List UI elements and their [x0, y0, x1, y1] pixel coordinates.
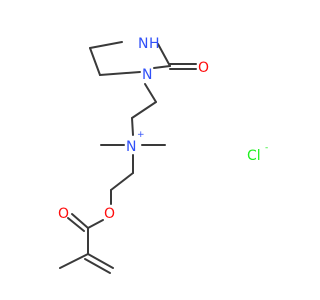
bond-n1-ch2 — [144, 83, 157, 103]
bond-ch2a-ch2b — [89, 47, 101, 76]
atom-ring-carbonyl-o: O — [198, 60, 209, 76]
atom-ester-o-double: O — [58, 206, 69, 222]
bond-carbonyl-o-double-b — [67, 217, 85, 232]
atom-nh: N — [138, 36, 148, 52]
bond-alpha-methyl — [59, 253, 89, 269]
atom-ester-o-single: O — [104, 206, 115, 222]
atom-n1: N — [142, 67, 152, 83]
bond-oester-carbonyl — [87, 219, 104, 229]
bond-c2-nh — [157, 43, 171, 67]
counterion-charge: - — [265, 143, 268, 153]
bond-ch2b-n1 — [99, 71, 141, 76]
bond-nh-ch2a — [89, 41, 123, 49]
bond-ch2-ch2-ester — [110, 172, 134, 191]
atom-nh-hydrogen: H — [149, 36, 160, 52]
atom-quaternary-n: N — [126, 139, 136, 155]
molecule-canvas: N H N O N + O O Cl - — [58, 36, 268, 274]
atom-quaternary-charge: + — [137, 130, 145, 140]
counterion-chloride: Cl — [247, 148, 261, 164]
bond-alpha-ch2-double-b — [84, 258, 111, 274]
bond-alpha-ch2-double-a — [87, 253, 114, 269]
bond-ch2-ch2 — [131, 101, 157, 119]
bond-carbonyl-o-double-a — [71, 213, 89, 229]
bond-n1-c2 — [153, 65, 171, 69]
bond-ch2-nplus — [131, 117, 134, 136]
structure-diagram: N H N O N + O O Cl - — [58, 36, 268, 274]
